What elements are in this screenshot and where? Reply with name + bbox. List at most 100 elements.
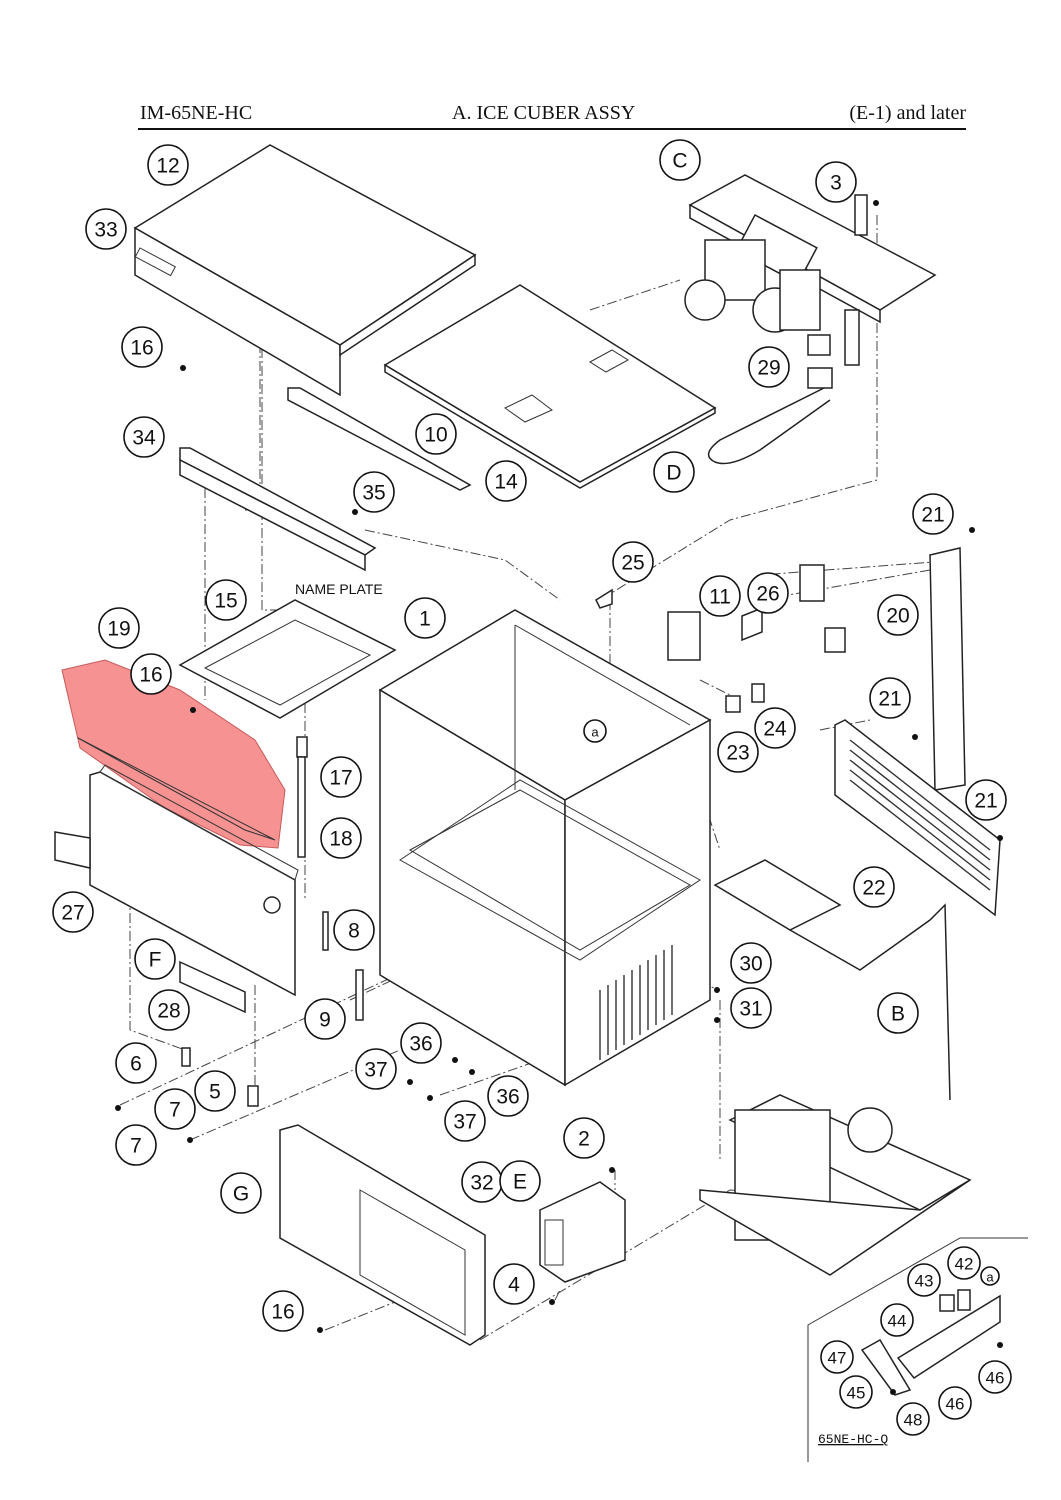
callout-label: 11 xyxy=(709,586,731,609)
callout-17: 17 xyxy=(320,756,362,798)
callout-label: 46 xyxy=(986,1369,1005,1388)
callout-6: 6 xyxy=(115,1042,157,1084)
callout-36: 36 xyxy=(400,1022,442,1064)
inset-code-label: 65NE-HC-Q xyxy=(818,1432,888,1447)
control-box-E xyxy=(539,1181,626,1283)
cabinet xyxy=(378,609,712,1087)
part-11 xyxy=(667,611,701,661)
callout-circle xyxy=(121,326,163,368)
callout-label: 8 xyxy=(348,920,360,943)
model-number: IM-65NE-HC xyxy=(140,102,253,124)
callout-label: D xyxy=(666,462,681,485)
callout-label: 22 xyxy=(862,877,885,900)
callout-circle xyxy=(659,139,701,181)
callout-31: 31 xyxy=(730,987,772,1029)
callout-12: 12 xyxy=(147,144,189,186)
callout-label: 3 xyxy=(830,172,842,195)
switch-29 xyxy=(807,334,831,356)
callout-label: 19 xyxy=(107,618,130,641)
callout-label: 45 xyxy=(847,1384,866,1403)
callout-label: 20 xyxy=(886,605,909,628)
callout-a: a xyxy=(980,1266,1000,1286)
callout-label: 48 xyxy=(904,1411,923,1430)
top-insulation xyxy=(383,284,717,489)
callout-34: 34 xyxy=(123,416,165,458)
callout-circle xyxy=(148,989,190,1031)
callout-circle xyxy=(730,987,772,1029)
callout-circle xyxy=(754,707,796,749)
callout-1: 1 xyxy=(404,597,446,639)
screws xyxy=(115,200,1003,1395)
callout-30: 30 xyxy=(730,942,772,984)
callout-label: 33 xyxy=(94,219,117,242)
callout-circle xyxy=(115,1124,157,1166)
part-25 xyxy=(595,588,613,609)
callout-label: 16 xyxy=(271,1301,294,1324)
label-27 xyxy=(54,831,91,869)
callout-label: 32 xyxy=(470,1172,493,1195)
bracket-6 xyxy=(181,1047,191,1067)
callout-26: 26 xyxy=(747,572,789,614)
callout-43: 43 xyxy=(907,1263,941,1297)
callout-circle xyxy=(304,998,346,1040)
callout-21: 21 xyxy=(965,779,1007,821)
nozzle-17 xyxy=(296,736,308,758)
callout-16: 16 xyxy=(130,653,172,695)
callout-label: 21 xyxy=(921,504,944,527)
callout-27: 27 xyxy=(52,891,94,933)
callout-22: 22 xyxy=(853,866,895,908)
callout-circle xyxy=(333,909,375,951)
callout-circle xyxy=(748,346,790,388)
callout-circle xyxy=(612,541,654,583)
callout-a: a xyxy=(583,719,607,743)
callout-circle xyxy=(220,1172,262,1214)
callout-35: 35 xyxy=(353,471,395,513)
callout-label: 36 xyxy=(409,1033,432,1056)
callout-circle xyxy=(355,1048,397,1090)
callout-37: 37 xyxy=(355,1048,397,1090)
callout-circle xyxy=(869,677,911,719)
callout-25: 25 xyxy=(612,541,654,583)
callout-16: 16 xyxy=(262,1290,304,1332)
header-rule xyxy=(138,128,966,130)
gasket-strip xyxy=(287,387,472,491)
callout-circle xyxy=(444,1100,486,1142)
callout-46: 46 xyxy=(938,1386,972,1420)
callout-label: a xyxy=(591,725,599,740)
spring-8 xyxy=(322,911,329,951)
callout-36: 36 xyxy=(487,1075,529,1117)
callout-circle xyxy=(404,597,446,639)
rear-grille-slats xyxy=(849,739,991,891)
callout-label: 28 xyxy=(157,1000,180,1023)
callout-circle xyxy=(85,208,127,250)
callout-circle xyxy=(583,719,607,743)
cabinet-side-louver xyxy=(599,945,673,1060)
front-bracket xyxy=(179,447,377,572)
callout-11: 11 xyxy=(699,575,741,617)
callout-label: F xyxy=(149,949,162,972)
callout-label: 2 xyxy=(578,1128,590,1151)
callout-7: 7 xyxy=(115,1124,157,1166)
callout-circle xyxy=(912,493,954,535)
callout-15: 15 xyxy=(205,579,247,621)
callout-circle xyxy=(653,451,695,493)
callout-C: C xyxy=(659,139,701,181)
callout-label: 43 xyxy=(915,1272,934,1291)
callout-23: 23 xyxy=(717,731,759,773)
callout-2: 2 xyxy=(563,1117,605,1159)
callout-circle xyxy=(853,866,895,908)
callout-4: 4 xyxy=(493,1263,535,1305)
callout-circle xyxy=(115,1042,157,1084)
callout-label: 5 xyxy=(209,1081,221,1104)
callout-circle xyxy=(978,1360,1012,1394)
callout-21: 21 xyxy=(912,493,954,535)
name-plate-label: NAME PLATE xyxy=(295,581,383,597)
heater-tube xyxy=(707,367,833,465)
callout-label: 31 xyxy=(739,998,762,1021)
callout-label: 21 xyxy=(878,688,901,711)
callout-label: 26 xyxy=(756,583,779,606)
callout-label: 12 xyxy=(156,155,179,178)
callout-circle xyxy=(877,992,919,1034)
callout-label: 27 xyxy=(61,902,84,925)
callout-label: 35 xyxy=(362,482,385,505)
